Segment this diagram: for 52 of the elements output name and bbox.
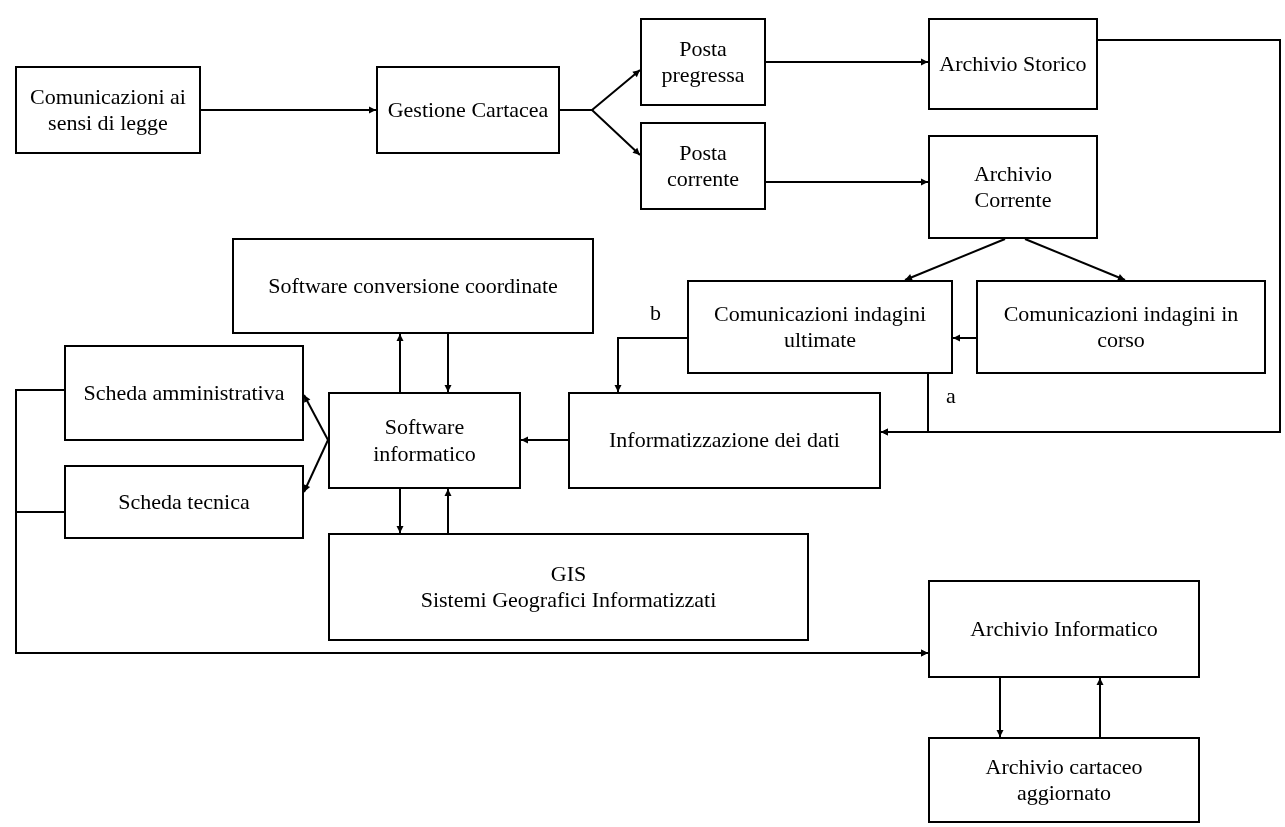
- process-box: [928, 135, 1098, 239]
- arrow: [765, 58, 929, 66]
- box-label: Comunicazioni indagini ultimate: [713, 300, 927, 354]
- process-box: [328, 392, 521, 489]
- arrow: [559, 109, 641, 156]
- arrow: [303, 394, 329, 441]
- arrow: [444, 333, 452, 393]
- box-label: Gestione Cartacea: [387, 96, 549, 124]
- arrow: [952, 334, 977, 342]
- arrow: [765, 178, 929, 186]
- process-box: [640, 122, 766, 210]
- arrow: [520, 436, 569, 444]
- arrow: [444, 488, 452, 534]
- arrow: [996, 677, 1004, 738]
- arrow: [1024, 238, 1126, 281]
- box-label: Informatizzazione dei dati: [609, 427, 840, 454]
- box-label: Archivio cartaceo aggiornato: [984, 753, 1144, 807]
- process-box: [568, 392, 881, 489]
- process-box: [928, 737, 1200, 823]
- box-label: Scheda amministrativa: [83, 379, 285, 407]
- process-box: [232, 238, 594, 334]
- process-box: [64, 345, 304, 441]
- process-box: [928, 18, 1098, 110]
- box-label: Archivio Corrente: [972, 160, 1054, 214]
- box-label: Scheda tecnica: [118, 488, 250, 516]
- process-box: [64, 465, 304, 539]
- process-box: [376, 66, 560, 154]
- arrow: [396, 488, 404, 534]
- arrow: [614, 337, 688, 393]
- process-box: [640, 18, 766, 106]
- arrow: [880, 39, 1281, 436]
- process-box: [976, 280, 1266, 374]
- arrow: [396, 333, 404, 393]
- arrow: [1096, 677, 1104, 738]
- process-box: [15, 66, 201, 154]
- process-box: [328, 533, 809, 641]
- box-label: Sistemi Geografici Informatizzati: [420, 587, 717, 614]
- box-label: Software informatico: [372, 414, 477, 467]
- box-label: Comunicazioni ai sensi di legge: [29, 83, 187, 137]
- process-box: [928, 580, 1200, 678]
- process-box: [687, 280, 953, 374]
- arrow: [15, 511, 929, 657]
- box-label: Posta corrente: [665, 139, 741, 193]
- box-label: Archivio Storico: [939, 50, 1087, 78]
- box-label: Software conversione coordinate: [268, 272, 558, 300]
- arrow: [904, 238, 1006, 281]
- box-label: Comunicazioni indagini in corso: [1002, 300, 1240, 354]
- box-label: GIS: [550, 560, 587, 587]
- box-label: Posta pregressa: [660, 35, 746, 89]
- arrow: [200, 106, 377, 114]
- box-label: Archivio Informatico: [970, 615, 1158, 643]
- arrow: [303, 439, 329, 493]
